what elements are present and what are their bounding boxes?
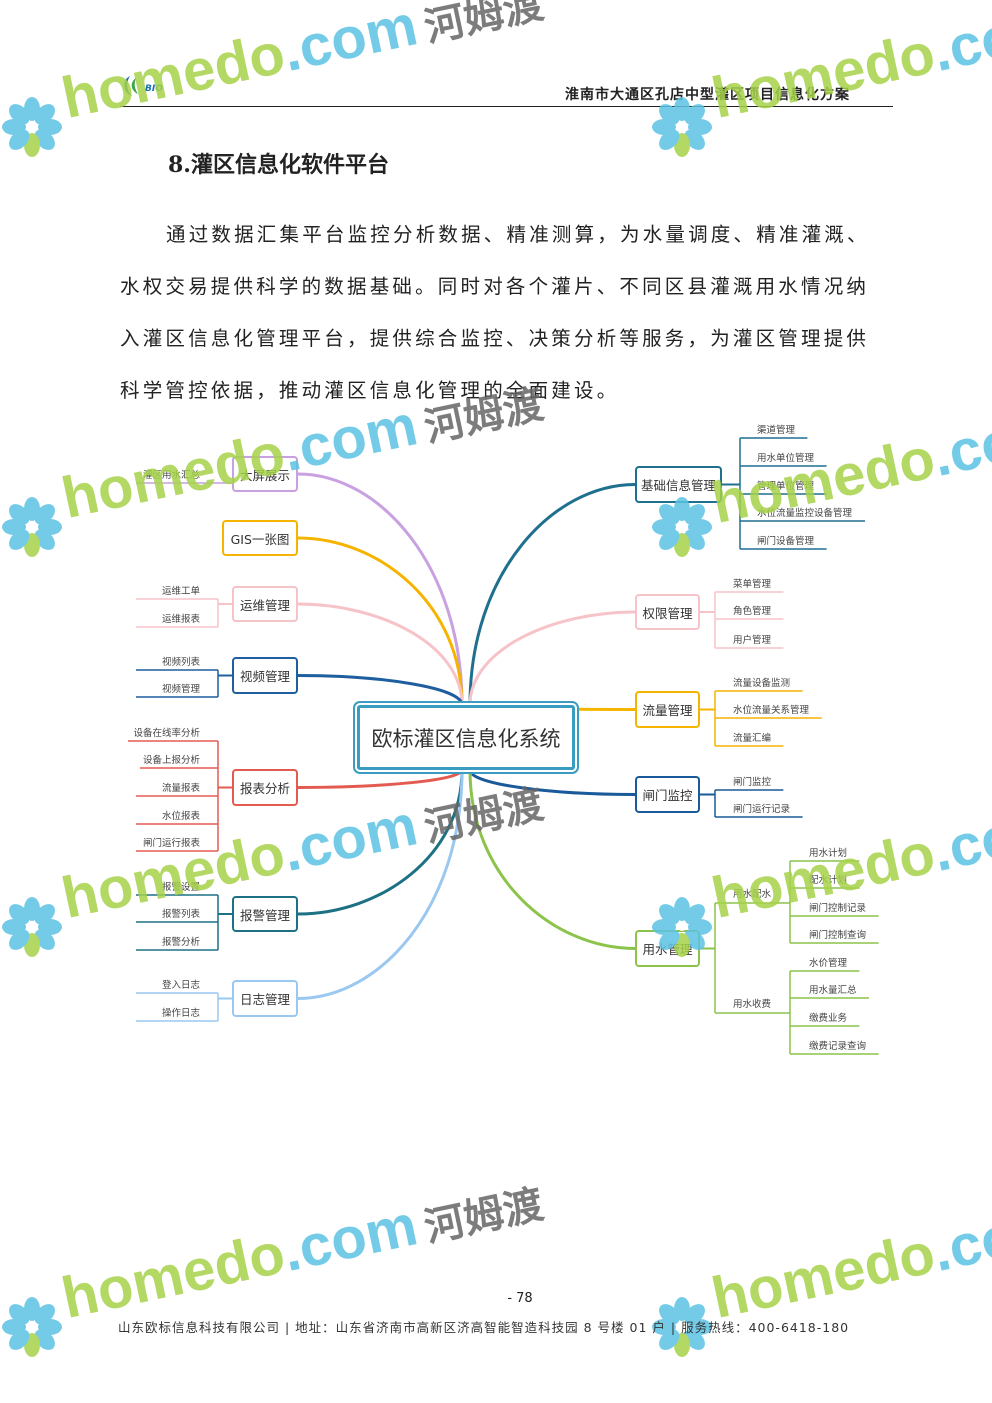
mindmap-leaf: 流量设备监测 (733, 678, 791, 689)
paragraph-line: 水权交易提供科学的数据基础。同时对各个灌片、不同区县灌溉用水情况纳 (120, 275, 870, 298)
mindmap-node: 报警管理 (232, 896, 298, 932)
footer-text: 山东欧标信息科技有限公司 | 地址：山东省济南市高新区济高智能智造科技园 8 号… (118, 1320, 850, 1335)
mindmap-leaf: 视频列表 (161, 657, 200, 668)
paragraph-line: 科学管控依据，推动灌区信息化管理的全面建设。 (120, 379, 620, 402)
branch-connector (468, 610, 636, 706)
mindmap-leaf: 管理单位管理 (757, 481, 815, 492)
page-number: - 78 (507, 1291, 533, 1306)
mindmap-node: 基础信息管理 (635, 466, 722, 503)
mindmap-leaf: 水位报表 (161, 811, 200, 822)
mindmap-leaf: 缴费业务 (809, 1013, 848, 1024)
mindmap-leaf: 运维报表 (161, 614, 200, 625)
mindmap-node: 日志管理 (232, 980, 298, 1017)
branch-connector (468, 483, 636, 706)
branch-connector (297, 769, 464, 916)
branch-connector (297, 602, 464, 706)
mindmap-node: 大屏展示 (232, 456, 298, 492)
mindmap-leaf: 水价管理 (809, 958, 848, 969)
branch-connector (297, 769, 464, 1000)
mindmap-leaf: 报警设置 (161, 882, 200, 893)
mindmap-leaf: 用水量汇总 (809, 985, 857, 996)
header-divider (120, 106, 893, 107)
mindmap-leaf: 灌区用水汇总 (142, 470, 200, 481)
branch-connector (297, 536, 464, 706)
mindmap-leaf: 水位流量监控设备管理 (757, 508, 853, 519)
mindmap-leaf: 闸门监控 (733, 777, 772, 788)
mindmap-node: 用水管理 (635, 930, 700, 967)
mindmap-leaf: 闸门运行记录 (733, 804, 791, 815)
mindmap-node: 闸门监控 (635, 776, 700, 813)
mindmap-node: 权限管理 (635, 594, 700, 630)
header-title: 淮南市大通区孔店中型灌区项目信息化方案 (565, 87, 850, 103)
mindmap-center-node: 欧标灌区信息化系统 (357, 705, 575, 770)
mindmap-node: 报表分析 (232, 769, 298, 806)
mindmap-leaf: 闸门控制记录 (809, 903, 867, 914)
mindmap-leaf: 流量汇编 (733, 733, 772, 744)
mindmap-leaf: 水位流量关系管理 (733, 705, 810, 716)
mindmap-leaf: 视频管理 (161, 684, 200, 695)
mindmap-leaf: 用水计划 (809, 848, 848, 859)
mindmap-leaf: 登入日志 (161, 980, 200, 991)
mindmap-leaf: 闸门运行报表 (142, 838, 200, 849)
mindmap-leaf: 配水计划 (809, 875, 848, 886)
mindmap-leaf: 运维工单 (161, 586, 200, 597)
mindmap-leaf: 报警分析 (161, 937, 200, 948)
branch-connector (468, 769, 636, 796)
mindmap-group: 用水收费 (733, 999, 772, 1010)
mindmap-leaf: 角色管理 (733, 606, 772, 617)
logo-text: BIO (145, 84, 163, 94)
mindmap-leaf: 闸门控制查询 (809, 930, 867, 941)
paragraph-line: 入灌区信息化管理平台，提供综合监控、决策分析等服务，为灌区管理提供 (120, 327, 870, 350)
mindmap-leaf: 报警列表 (161, 909, 200, 920)
mindmap-leaf: 设备上报分析 (142, 755, 200, 766)
mindmap-leaf: 缴费记录查询 (809, 1041, 867, 1052)
section-heading: 8.灌区信息化软件平台 (168, 152, 389, 178)
paragraph-line: 通过数据汇集平台监控分析数据、精准测算，为水量调度、精准灌溉、 (166, 223, 870, 246)
mindmap-leaf: 渠道管理 (757, 425, 796, 436)
company-logo (124, 76, 138, 96)
mindmap-leaf: 菜单管理 (733, 579, 772, 590)
mindmap-node: 流量管理 (635, 691, 700, 728)
mindmap-leaf: 用水单位管理 (757, 453, 815, 464)
branch-connector (297, 769, 464, 789)
mindmap-group: 用水配水 (733, 889, 772, 900)
branch-connector (297, 472, 464, 706)
mindmap-leaf: 操作日志 (161, 1008, 200, 1019)
mindmap-leaf: 用户管理 (733, 635, 772, 646)
mindmap-node: 视频管理 (232, 657, 298, 694)
mindmap-node: GIS一张图 (222, 520, 298, 556)
mindmap-leaf: 流量报表 (161, 783, 200, 794)
branch-connector (468, 769, 636, 950)
mindmap-leaf: 设备在线率分析 (133, 728, 200, 739)
mindmap-node: 运维管理 (232, 586, 298, 622)
branch-connector (297, 674, 464, 706)
mindmap-leaf: 闸门设备管理 (757, 536, 815, 547)
